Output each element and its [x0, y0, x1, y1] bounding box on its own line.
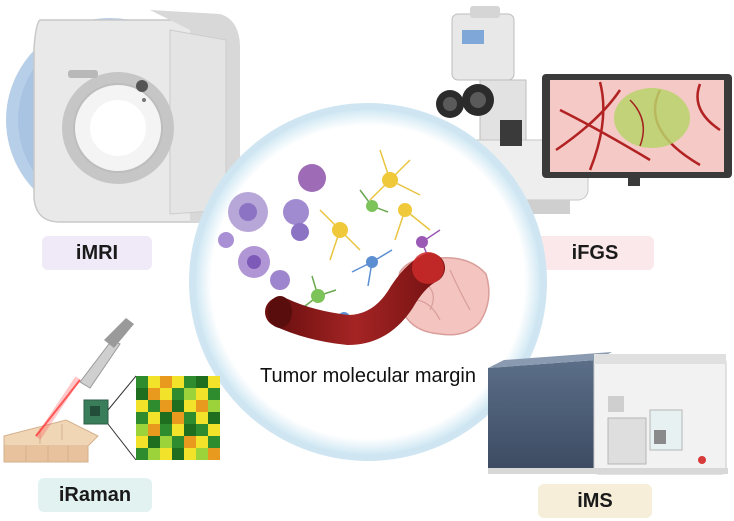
heatmap-cell	[160, 436, 172, 448]
heatmap-cell	[136, 412, 148, 424]
heatmap-cell	[160, 388, 172, 400]
mass-spectrometer-icon	[488, 352, 728, 475]
surgical-microscope-icon	[436, 6, 732, 214]
heatmap-cell	[208, 424, 220, 436]
heatmap-cell	[160, 376, 172, 388]
heatmap-cell	[160, 448, 172, 460]
heatmap-cell	[208, 376, 220, 388]
raman-probe-icon	[3, 318, 137, 463]
imri-label: iMRI	[75, 242, 119, 264]
heatmap-cell	[136, 448, 148, 460]
heatmap-cell	[148, 376, 160, 388]
heatmap-cell	[172, 400, 184, 412]
heatmap-cell	[148, 424, 160, 436]
heatmap-cell	[184, 412, 196, 424]
ifgs-label-bg	[536, 236, 654, 270]
heatmap-cell	[208, 412, 220, 424]
heatmap-cell	[136, 400, 148, 412]
imri-label-bg	[42, 236, 152, 270]
heatmap-cell	[172, 436, 184, 448]
center-title: Tumor molecular margin	[260, 365, 476, 387]
heatmap-cell	[196, 400, 208, 412]
heatmap-cell	[136, 436, 148, 448]
heatmap-cell	[148, 412, 160, 424]
tumor-cells-icon	[218, 164, 326, 290]
heatmap-cell	[148, 436, 160, 448]
heatmap-cell	[196, 448, 208, 460]
ims-label: iMS	[577, 490, 613, 512]
heatmap-cell	[184, 448, 196, 460]
heatmap-cell	[136, 376, 148, 388]
heatmap-cell	[184, 400, 196, 412]
heatmap-cell	[172, 388, 184, 400]
ifgs-label: iFGS	[571, 242, 619, 264]
mri-scanner-icon	[6, 10, 240, 223]
heatmap-cell	[172, 412, 184, 424]
heatmap-cell	[196, 388, 208, 400]
heatmap-cell	[208, 448, 220, 460]
heatmap-cell	[184, 436, 196, 448]
heatmap-cell	[196, 424, 208, 436]
heatmap-cell	[172, 376, 184, 388]
heatmap-cell	[160, 424, 172, 436]
heatmap-cell	[208, 388, 220, 400]
ims-label-bg	[538, 484, 652, 518]
heatmap-cell	[184, 376, 196, 388]
heatmap-cell	[184, 424, 196, 436]
heatmap-cell	[136, 388, 148, 400]
heatmap-cell	[196, 376, 208, 388]
blood-vessel-icon	[265, 252, 445, 346]
heatmap-cell	[208, 436, 220, 448]
iraman-label-bg	[38, 478, 152, 512]
heatmap-cell	[136, 424, 148, 436]
heatmap-cell	[172, 424, 184, 436]
heatmap-cell	[208, 400, 220, 412]
heatmap-cell	[184, 388, 196, 400]
heatmap-cell	[196, 436, 208, 448]
heatmap-cell	[148, 400, 160, 412]
heatmap-cell	[160, 412, 172, 424]
heatmap-cell	[148, 388, 160, 400]
heatmap-cell	[196, 412, 208, 424]
heatmap-cell	[148, 448, 160, 460]
heatmap-cell	[160, 400, 172, 412]
heatmap-cell	[172, 448, 184, 460]
raman-heatmap-icon	[136, 376, 220, 460]
iraman-label: iRaman	[58, 484, 132, 506]
